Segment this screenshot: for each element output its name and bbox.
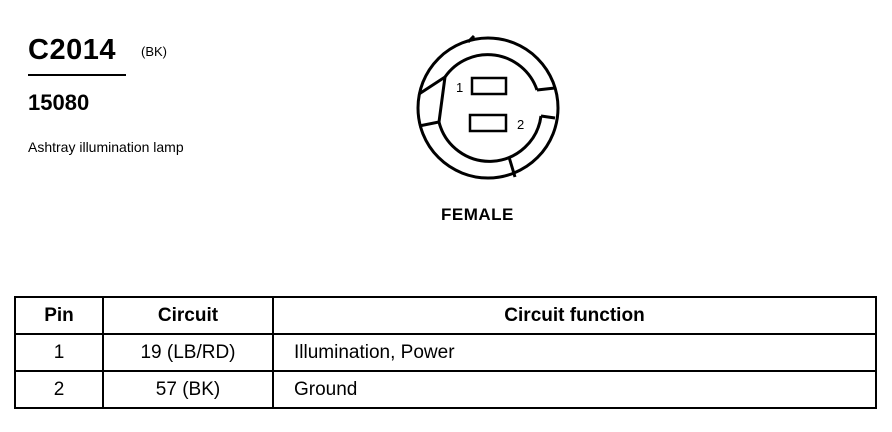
table-row: 2 57 (BK) Ground xyxy=(14,370,877,409)
connector-color-code: (BK) xyxy=(141,44,167,59)
connector-description: Ashtray illumination lamp xyxy=(28,139,184,155)
circuit-function-cell: Ground xyxy=(272,370,877,409)
pin-cell: 1 xyxy=(14,333,104,372)
connector-inner-ring-upper xyxy=(443,53,539,91)
pin-cell: 2 xyxy=(14,370,104,409)
pin-table: Pin Circuit Circuit function 1 19 (LB/RD… xyxy=(14,296,877,409)
connector-key-bottom xyxy=(507,156,517,178)
circuit-column-header: Circuit xyxy=(102,296,274,335)
connector-gender-label: FEMALE xyxy=(441,205,514,224)
table-row: 1 19 (LB/RD) Illumination, Power xyxy=(14,333,877,372)
pin-table-header-row: Pin Circuit Circuit function xyxy=(14,296,877,335)
pin-1-cavity xyxy=(470,76,508,96)
title-underline xyxy=(28,74,126,76)
connector-id: C2014 xyxy=(28,34,116,66)
pin-column-header: Pin xyxy=(14,296,104,335)
connector-inner-ring-lower xyxy=(437,115,543,163)
circuit-cell: 19 (LB/RD) xyxy=(102,333,274,372)
connector-outer-ring xyxy=(416,36,560,180)
circuit-function-column-header: Circuit function xyxy=(272,296,877,335)
connector-face-diagram: 1 2 xyxy=(416,34,560,180)
connector-lock-tab-left xyxy=(418,73,447,128)
pin-2-cavity xyxy=(468,113,508,133)
pin-1-label: 1 xyxy=(456,80,463,95)
connector-key-top xyxy=(466,34,476,44)
circuit-function-cell: Illumination, Power xyxy=(272,333,877,372)
pin-2-label: 2 xyxy=(517,117,524,132)
connector-key-right xyxy=(536,86,556,120)
part-number: 15080 xyxy=(28,90,90,115)
circuit-cell: 57 (BK) xyxy=(102,370,274,409)
